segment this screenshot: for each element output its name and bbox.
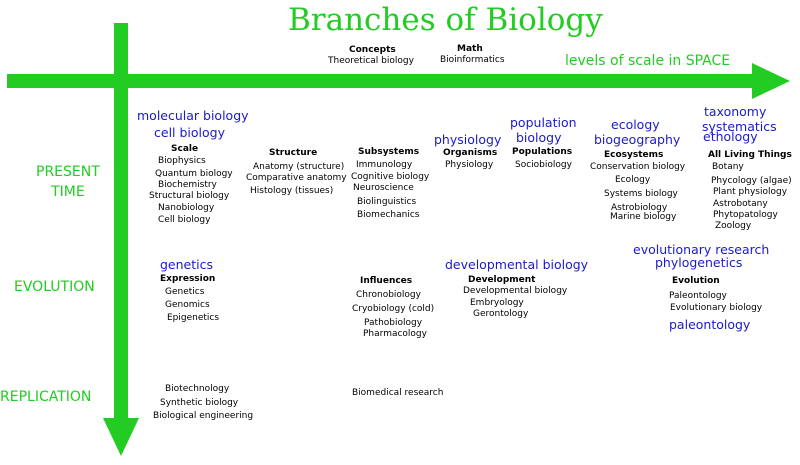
scale-item: Quantum biology bbox=[155, 169, 233, 179]
populations-item: Sociobiology bbox=[515, 160, 572, 170]
subsystems-item: Cognitive biology bbox=[351, 172, 430, 182]
field-developmental-biology: developmental biology bbox=[445, 257, 589, 272]
subsystems-item: Neuroscience bbox=[353, 183, 414, 193]
subsystems-header: Subsystems bbox=[358, 147, 420, 157]
ecosystems-item: Marine biology bbox=[610, 212, 677, 222]
subsystems-item: Biomechanics bbox=[357, 210, 420, 220]
space-axis-label: levels of scale in SPACE bbox=[565, 53, 731, 69]
field-physiology: physiology bbox=[434, 132, 502, 147]
scale-header: Scale bbox=[171, 144, 199, 154]
scale-item: Biophysics bbox=[158, 156, 206, 166]
replication-item: Biotechnology bbox=[165, 384, 230, 394]
math-item: Bioinformatics bbox=[440, 55, 505, 65]
field-cell-biology: cell biology bbox=[154, 125, 225, 140]
row-label-replication: REPLICATION bbox=[0, 389, 92, 405]
expression-item: Genomics bbox=[165, 300, 210, 310]
ecosystems-header: Ecosystems bbox=[604, 150, 664, 160]
organisms-header: Organisms bbox=[443, 148, 498, 158]
influences-item: Chronobiology bbox=[356, 290, 421, 300]
diagram-title: Branches of Biology bbox=[288, 2, 603, 38]
development-item: Gerontology bbox=[473, 309, 529, 319]
all-living-things-item: Phycology (algae) bbox=[711, 176, 792, 186]
all-living-things-item: Astrobotany bbox=[713, 199, 768, 209]
replication-item: Biological engineering bbox=[153, 411, 254, 421]
influences-header: Influences bbox=[360, 276, 413, 286]
subsystems-item: Biolinguistics bbox=[357, 197, 417, 207]
field-biology: biology bbox=[516, 130, 562, 145]
structure-header: Structure bbox=[269, 148, 318, 158]
organisms-item: Physiology bbox=[445, 160, 494, 170]
math-header: Math bbox=[457, 44, 483, 54]
expression-item: Genetics bbox=[165, 287, 205, 297]
evolution-item: Paleontology bbox=[669, 291, 727, 301]
replication-research-item: Biomedical research bbox=[352, 388, 444, 398]
field-systematics: systematics bbox=[702, 119, 777, 134]
ecosystems-item: Ecology bbox=[615, 175, 651, 185]
row-label-present: PRESENT TIME bbox=[36, 164, 100, 200]
all-living-things-item: Zoology bbox=[715, 221, 752, 231]
expression-item: Epigenetics bbox=[167, 313, 220, 323]
horizontal-axis-arrowhead bbox=[752, 63, 790, 99]
row-label-evolution: EVOLUTION bbox=[14, 279, 95, 295]
field-evolutionary-research: evolutionary research bbox=[633, 242, 770, 257]
structure-item: Anatomy (structure) bbox=[253, 162, 345, 172]
structure-item: Histology (tissues) bbox=[250, 186, 334, 196]
ecosystems-item: Systems biology bbox=[604, 189, 678, 199]
scale-item: Cell biology bbox=[158, 215, 211, 225]
field-population: population bbox=[510, 115, 577, 130]
populations-header: Populations bbox=[512, 147, 573, 157]
evolution-header: Evolution bbox=[672, 276, 720, 286]
influences-item: Pathobiology bbox=[364, 318, 423, 328]
ecosystems-item: Astrobiology bbox=[611, 203, 668, 213]
scale-item: Biochemistry bbox=[158, 180, 217, 190]
concepts-header: Concepts bbox=[349, 45, 396, 55]
influences-item: Pharmacology bbox=[363, 329, 427, 339]
field-molecular-biology: molecular biology bbox=[137, 108, 249, 123]
scale-item: Nanobiology bbox=[158, 203, 215, 213]
influences-item: Cryobiology (cold) bbox=[352, 304, 435, 314]
field-ecology: ecology bbox=[611, 117, 660, 132]
replication-item: Synthetic biology bbox=[160, 398, 239, 408]
field-biogeography: biogeography bbox=[594, 132, 681, 147]
vertical-axis-arrowhead bbox=[103, 418, 139, 456]
vertical-axis-arrow-shaft bbox=[114, 23, 128, 423]
all-living-things-item: Phytopatology bbox=[713, 210, 778, 220]
expression-header: Expression bbox=[160, 274, 216, 284]
horizontal-axis-arrow-shaft bbox=[7, 74, 757, 88]
all-living-things-item: Botany bbox=[712, 162, 744, 172]
development-header: Development bbox=[468, 275, 536, 285]
field-phylogenetics: phylogenetics bbox=[655, 255, 743, 270]
field-genetics: genetics bbox=[160, 257, 213, 272]
field-ethology: ethology bbox=[703, 129, 758, 144]
scale-item: Structural biology bbox=[149, 191, 230, 201]
ecosystems-item: Conservation biology bbox=[590, 162, 686, 172]
field-paleontology: paleontology bbox=[669, 317, 751, 332]
field-taxonomy: taxonomy bbox=[704, 104, 767, 119]
concepts-item: Theoretical biology bbox=[328, 56, 414, 66]
development-item: Embryology bbox=[470, 298, 524, 308]
all-living-things-header: All Living Things bbox=[708, 150, 792, 160]
all-living-things-item: Plant physiology bbox=[713, 187, 788, 197]
development-item: Developmental biology bbox=[463, 286, 568, 296]
structure-item: Comparative anatomy bbox=[246, 173, 347, 183]
evolution-item: Evolutionary biology bbox=[670, 303, 763, 313]
subsystems-item: Immunology bbox=[356, 160, 413, 170]
